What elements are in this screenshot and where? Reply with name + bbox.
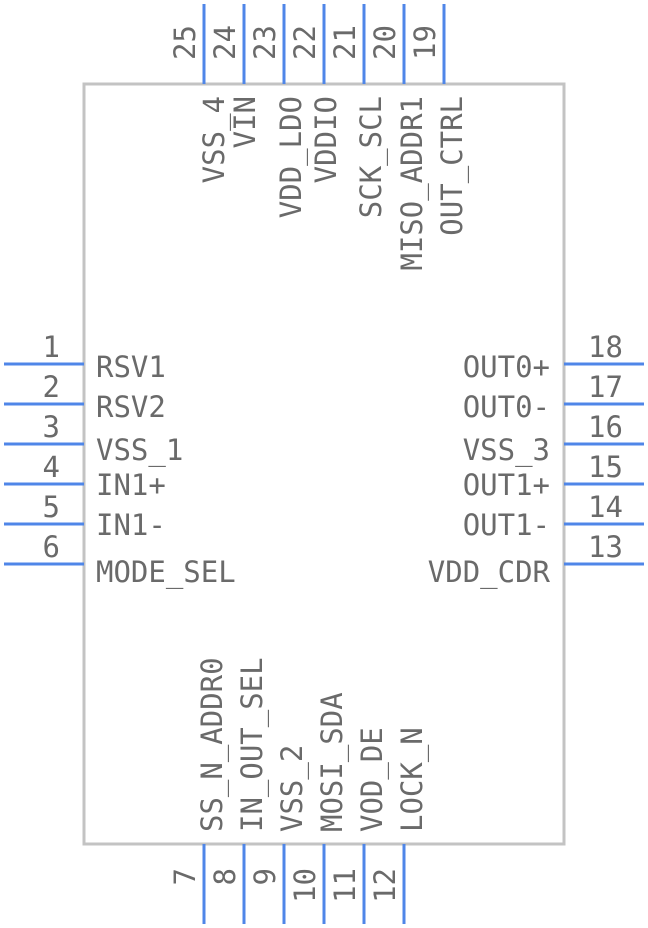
pin-1: 1 RSV1	[4, 330, 166, 384]
pin-number: 16	[588, 410, 623, 444]
pin-label: OUT0+	[463, 350, 550, 384]
pin-2: 2 RSV2	[4, 370, 166, 424]
pin-11: 11 VOD_DE	[328, 727, 390, 924]
pin-number: 24	[208, 25, 242, 60]
pin-16: 16 VSS_3	[463, 410, 644, 468]
pin-label: VIN	[228, 96, 262, 148]
pin-number: 23	[248, 25, 282, 60]
pin-label: MISO_ADDR1	[395, 96, 430, 271]
pin-number: 12	[368, 868, 402, 903]
pin-20: 20 MISO_ADDR1	[368, 4, 430, 271]
pin-15: 15 OUT1+	[463, 450, 644, 502]
pin-label: VOD_DE	[355, 727, 390, 832]
pin-number: 13	[588, 530, 623, 564]
pin-label: VSS_1	[96, 433, 183, 468]
pin-label: OUT_CTRL	[435, 96, 470, 236]
pin-number: 5	[43, 490, 60, 524]
pin-3: 3 VSS_1	[4, 410, 183, 468]
pin-number: 8	[208, 868, 242, 885]
pin-number: 7	[168, 868, 202, 885]
pin-number: 4	[43, 450, 60, 484]
pin-label: VDD_CDR	[428, 555, 551, 590]
pin-number: 2	[43, 370, 60, 404]
pin-label: OUT0-	[463, 390, 550, 424]
pin-number: 15	[588, 450, 623, 484]
pin-label: VSS_4	[197, 96, 232, 183]
pin-13: 13 VDD_CDR	[428, 530, 644, 590]
pin-label: IN1-	[96, 508, 166, 542]
pin-label: IN_OUT_SEL	[235, 657, 270, 832]
pin-number: 20	[368, 25, 402, 60]
pin-label: OUT1+	[463, 468, 550, 502]
pin-label: LOCK_N	[395, 727, 430, 832]
pin-number: 10	[288, 868, 322, 903]
pin-number: 14	[588, 490, 623, 524]
pin-number: 21	[328, 25, 362, 60]
pin-12: 12 LOCK_N	[368, 727, 430, 924]
pin-18: 18 OUT0+	[463, 330, 644, 384]
pin-17: 17 OUT0-	[463, 370, 644, 424]
pin-9: 9 VSS_2	[248, 745, 310, 924]
pin-label: VSS_3	[463, 433, 550, 468]
pin-10: 10 MOSI_SDA	[288, 692, 350, 924]
pin-number: 17	[588, 370, 623, 404]
pin-number: 19	[408, 25, 442, 60]
pin-19: 19 OUT_CTRL	[408, 4, 470, 236]
pin-label: VDDIO	[309, 96, 343, 183]
pin-label: VSS_2	[275, 745, 310, 832]
pin-24: 24 VIN	[208, 4, 262, 148]
pin-label: SS_N_ADDR0	[195, 657, 230, 832]
pin-5: 5 IN1-	[4, 490, 166, 542]
pin-label: RSV2	[96, 390, 166, 424]
pin-number: 22	[288, 25, 322, 60]
pin-number: 11	[328, 868, 362, 903]
pin-number: 1	[43, 330, 60, 364]
pin-23: 23 VDD_LDO	[248, 4, 309, 218]
pin-label: VDD_LDO	[274, 96, 309, 218]
pin-21: 21 SCK_SCL	[328, 4, 389, 218]
pin-label: RSV1	[96, 350, 166, 384]
pin-7: 7 SS_N_ADDR0	[168, 657, 230, 924]
pin-8: 8 IN_OUT_SEL	[208, 657, 270, 924]
pin-number: 9	[248, 868, 282, 885]
pin-label: IN1+	[96, 468, 166, 502]
pin-label: OUT1-	[463, 508, 550, 542]
pin-label: MODE_SEL	[96, 555, 236, 590]
pin-4: 4 IN1+	[4, 450, 166, 502]
pin-number: 18	[588, 330, 623, 364]
pin-number: 3	[43, 410, 60, 444]
pin-label: MOSI_SDA	[315, 692, 350, 832]
pin-6: 6 MODE_SEL	[4, 530, 236, 590]
pin-number: 25	[168, 25, 202, 60]
pin-number: 6	[43, 530, 60, 564]
pin-14: 14 OUT1-	[463, 490, 644, 542]
pin-label: SCK_SCL	[354, 96, 389, 218]
pin-22: 22 VDDIO	[288, 4, 343, 183]
pin-25: 25 VSS_4	[168, 4, 232, 183]
